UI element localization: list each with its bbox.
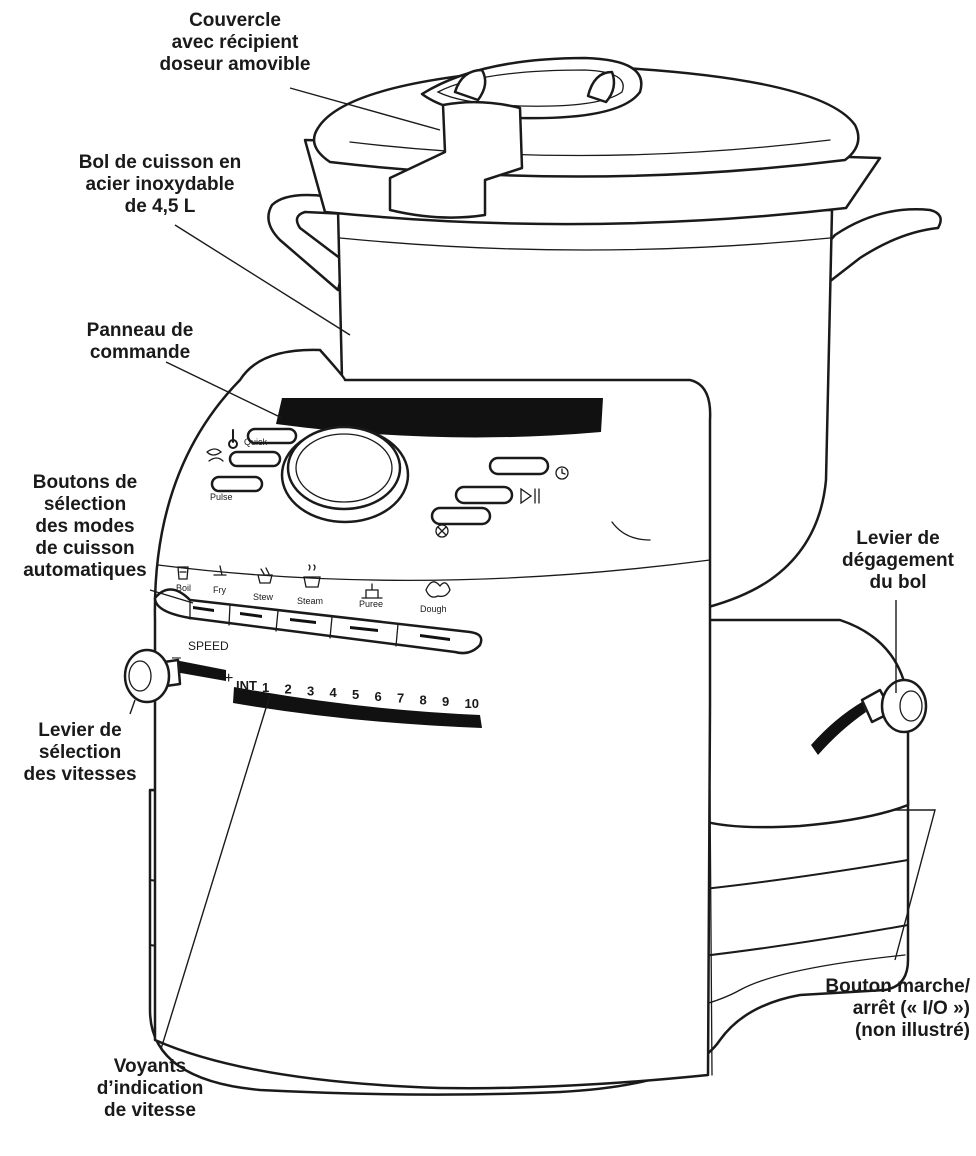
- clock-icon-hands: [561, 468, 566, 475]
- speed-scale-label: 1: [262, 680, 269, 695]
- callout-release: Levier de dégagement du bol: [842, 528, 954, 593]
- fry-icon: [213, 565, 227, 576]
- clock-icon: [555, 466, 569, 480]
- speed-title: SPEED: [188, 639, 229, 653]
- button-timer: [488, 456, 550, 476]
- mode-dash-stew: [290, 618, 316, 624]
- body-detail-line: [611, 521, 651, 541]
- stir-icon: [206, 448, 224, 462]
- speed-scale-label: 10: [465, 696, 479, 711]
- leader-speed-lever: [129, 699, 136, 715]
- dough-icon: [425, 581, 451, 598]
- release-lever-knob: [880, 678, 928, 734]
- mode-divider-3: [275, 610, 279, 632]
- leader-panel: [165, 361, 283, 419]
- cancel-icon-cross: [437, 526, 447, 536]
- speed-scale-label: 7: [397, 691, 404, 706]
- mode-label-dough: Dough: [420, 604, 447, 614]
- speed-scale-label: INT: [236, 678, 257, 693]
- steam-icon: [303, 564, 321, 588]
- panel-label-quick: Quick: [244, 437, 268, 447]
- callout-modes: Boutons de sélection des modes de cuisso…: [23, 472, 147, 581]
- mode-indicator-dashes: [193, 606, 450, 641]
- lid-ring: [349, 139, 831, 157]
- speed-lever-slot: [175, 660, 226, 681]
- button-quick: [228, 450, 282, 468]
- button-cancel: [430, 506, 492, 526]
- callout-lid: Couvercle avec récipient doseur amovible: [159, 10, 311, 75]
- mode-divider-4: [329, 616, 333, 639]
- mode-button-segments: [189, 599, 399, 647]
- mode-label-stew: Stew: [253, 592, 274, 602]
- callout-panel: Panneau de commande: [86, 320, 194, 363]
- cooking-bowl-rim-line: [339, 237, 831, 251]
- mode-label-boil: Boil: [176, 583, 191, 593]
- button-pulse: [210, 475, 264, 493]
- body-upper-curve: [157, 559, 711, 581]
- control-dial-inner: [295, 433, 393, 503]
- play-pause-icon: [520, 487, 540, 505]
- release-lever-knob-face: [899, 690, 923, 722]
- mode-icons: [177, 564, 451, 599]
- leader-indicators: [160, 694, 271, 1050]
- callout-speed-lever: Levier de sélection des vitesses: [23, 720, 137, 785]
- leader-power: [894, 809, 936, 961]
- mode-divider-5: [395, 623, 399, 647]
- speed-plus-sign: +: [224, 670, 233, 687]
- speed-indicator-bar: [233, 687, 482, 728]
- leader-bowl: [174, 224, 351, 336]
- mode-divider-2: [228, 604, 231, 626]
- mode-label-steam: Steam: [297, 596, 323, 606]
- puree-icon: [361, 583, 383, 599]
- mode-label-fry: Fry: [213, 585, 226, 595]
- thermometer-icon: [228, 429, 238, 449]
- mode-label-puree: Puree: [359, 599, 383, 609]
- cancel-icon: [435, 524, 449, 538]
- mode-dash-steam: [350, 626, 378, 632]
- speed-lever-knob-face: [128, 660, 152, 692]
- boil-icon: [177, 566, 189, 580]
- measuring-cup-tab-left: [453, 68, 487, 102]
- leader-modes: [149, 589, 194, 604]
- measuring-cup-tab-right: [586, 70, 616, 104]
- pedestal-right: [698, 618, 910, 829]
- mode-button-strip: [153, 588, 483, 655]
- panel-label-pulse: Pulse: [210, 492, 233, 502]
- speed-minus-sign: –: [172, 649, 181, 666]
- lid-latch: [388, 100, 524, 219]
- callout-power: Bouton marche/ arrêt (« I/O ») (non illu…: [825, 976, 970, 1041]
- mode-dash-puree: [420, 634, 450, 641]
- speed-scale-label: 4: [330, 685, 338, 700]
- speed-lever-knob: [123, 648, 171, 704]
- mode-dash-fry: [240, 612, 262, 618]
- speed-scale-label: 6: [375, 689, 382, 704]
- leader-lines: [129, 87, 936, 1050]
- cooking-bowl-handle-right: [776, 208, 942, 322]
- cooking-bowl-handle-left: [267, 193, 350, 292]
- mode-dash-boil: [193, 606, 214, 612]
- leader-lid: [289, 87, 441, 131]
- speed-scale-label: 5: [352, 687, 359, 702]
- release-lever-slot: [811, 702, 866, 755]
- speed-scale-label: 2: [285, 682, 292, 697]
- button-temperature: [246, 427, 298, 445]
- speed-scale-label: 3: [307, 683, 314, 698]
- speed-scale-label: 9: [442, 694, 449, 709]
- stew-icon: [257, 567, 273, 584]
- speed-scale-label: 8: [420, 692, 427, 707]
- button-start-pause: [454, 485, 514, 505]
- pedestal-groove: [709, 789, 713, 1076]
- callout-indicators: Voyants d’indication de vitesse: [96, 1056, 204, 1121]
- control-dial: [286, 425, 402, 511]
- callout-bowl: Bol de cuisson en acier inoxydable de 4,…: [78, 152, 242, 217]
